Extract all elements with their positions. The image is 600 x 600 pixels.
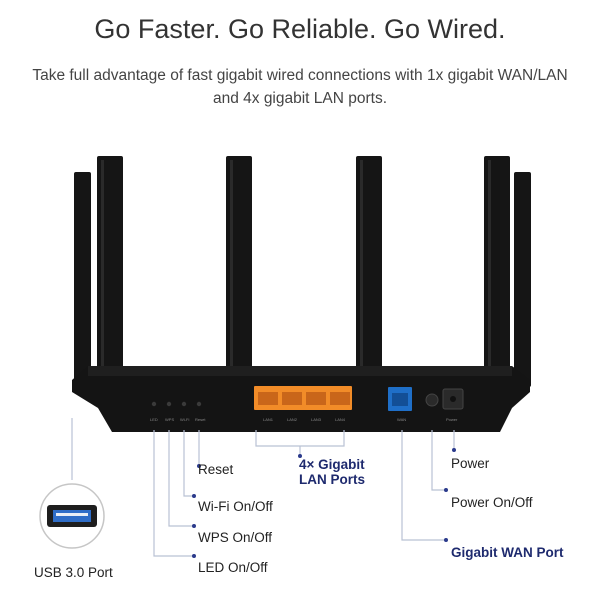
wps-onoff-label: WPS On/Off — [198, 530, 273, 545]
reset-label: Reset — [198, 462, 234, 477]
antenna-1 — [74, 172, 91, 387]
subheadline: Take full advantage of fast gigabit wire… — [32, 67, 568, 107]
panel-label-led: LED — [150, 417, 158, 422]
panel-label-reset: Reset — [195, 417, 206, 422]
wifi-button[interactable] — [181, 401, 187, 407]
lan-port-2[interactable] — [282, 392, 302, 405]
wan-port[interactable] — [388, 387, 412, 411]
antenna-4 — [356, 156, 382, 396]
panel-label-lan2: LAN2 — [287, 417, 298, 422]
lan-ports — [254, 386, 352, 410]
lan-port-3[interactable] — [306, 392, 326, 405]
button-group — [151, 401, 202, 407]
power-switch[interactable] — [425, 393, 439, 407]
power-onoff-label: Power On/Off — [451, 495, 533, 510]
antennas — [74, 156, 531, 396]
power-jack — [442, 388, 464, 410]
lan-ports-label-line2: LAN Ports — [299, 472, 366, 487]
panel-label-wifi: Wi-Fi — [180, 417, 189, 422]
panel-label-power: Power — [446, 417, 458, 422]
antenna-3 — [226, 156, 252, 396]
led-button[interactable] — [151, 401, 157, 407]
antenna-6 — [514, 172, 531, 387]
headline: Go Faster. Go Reliable. Go Wired. — [94, 14, 506, 44]
lan-ports-label-line1: 4× Gigabit — [299, 457, 365, 472]
panel-label-lan4: LAN4 — [335, 417, 346, 422]
callout-dots — [192, 448, 456, 558]
panel-labels: LED WPS Wi-Fi Reset LAN1 LAN2 LAN3 LAN4 … — [150, 417, 458, 422]
usb-port-closeup — [39, 483, 105, 549]
antenna-5 — [484, 156, 510, 396]
reset-button[interactable] — [196, 401, 202, 407]
usb-port-label: USB 3.0 Port — [34, 565, 113, 580]
wifi-onoff-label: Wi-Fi On/Off — [198, 499, 273, 514]
panel-label-lan1: LAN1 — [263, 417, 274, 422]
wps-button[interactable] — [166, 401, 172, 407]
led-onoff-label: LED On/Off — [198, 560, 268, 575]
panel-label-wan: WAN — [397, 417, 406, 422]
wan-port-label: Gigabit WAN Port — [451, 545, 564, 560]
panel-label-lan3: LAN3 — [311, 417, 322, 422]
lan-port-4[interactable] — [330, 392, 350, 405]
antenna-2 — [97, 156, 123, 396]
lan-port-1[interactable] — [258, 392, 278, 405]
power-label: Power — [451, 456, 490, 471]
panel-label-wps: WPS — [165, 417, 174, 422]
callout-lines — [71, 418, 455, 557]
